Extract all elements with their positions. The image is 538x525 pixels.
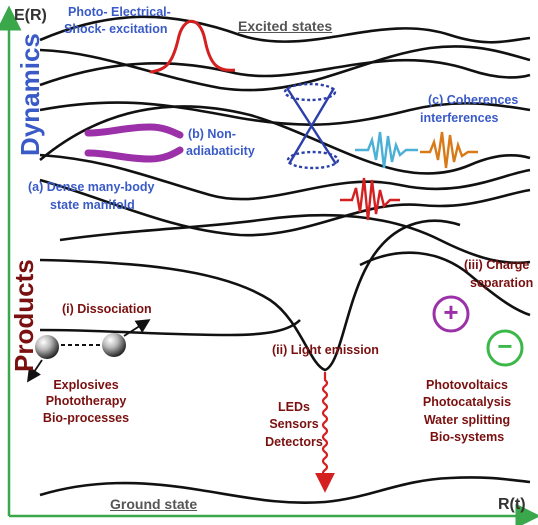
annotation-b-line1: (b) Non- — [188, 127, 236, 141]
charge-label-line2: separation — [470, 276, 534, 290]
excited-curve-2 — [39, 45, 531, 92]
annotation-b-line2: adiabaticity — [186, 144, 255, 158]
minus-charge-circle — [486, 329, 524, 367]
charge-curve — [359, 251, 531, 317]
excitation-pulse — [149, 19, 236, 74]
emission-app-item: Sensors — [269, 417, 319, 432]
charge-app-item: Photocatalysis — [422, 395, 512, 410]
excited-curve-8 — [59, 213, 531, 265]
dissociation-app-item: Bio-processes — [42, 410, 130, 425]
emission-curve — [39, 219, 461, 372]
cone-bottom-rim — [286, 150, 340, 170]
annotation-a-line2: state manifold — [50, 198, 135, 212]
light-emission-label: (ii) Light emission — [272, 343, 379, 357]
emission-app-item: Detectors — [265, 434, 323, 449]
product-curves — [39, 219, 531, 372]
y-axis-label: E(R) — [14, 7, 47, 24]
charge-app-item: Photovoltaics — [426, 378, 508, 392]
excited-curve-5 — [39, 105, 531, 175]
emission-apps: LEDs Sensors Detectors — [254, 400, 334, 449]
excited-states-label: Excited states — [238, 18, 333, 34]
cone-line-2 — [287, 87, 336, 165]
charge-apps: Photovoltaics Photocatalysis Water split… — [412, 378, 522, 445]
dissociation-apps: Explosives Phototherapy Bio-processes — [36, 378, 136, 425]
atom-right — [102, 333, 126, 357]
excited-curve-3 — [39, 58, 531, 87]
annotation-c-line2: interferences — [420, 111, 499, 125]
emission-wave — [315, 372, 335, 493]
x-axis-label: R(t) — [498, 496, 526, 513]
dynamics-label: Dynamics — [15, 33, 46, 156]
excited-state-curves — [39, 15, 531, 265]
conical-intersection — [283, 82, 340, 170]
atom-left-arrow — [27, 359, 43, 383]
wavepacket-cyan — [355, 131, 418, 169]
wavepacket-orange — [420, 131, 478, 169]
emission-app-item: LEDs — [278, 400, 310, 414]
excited-curve-1 — [39, 15, 531, 44]
avoided-crossing-lower — [84, 146, 184, 163]
avoided-crossing — [84, 123, 184, 163]
annotation-c-line1: (c) Coherences — [428, 93, 519, 107]
annotation-a-line1: (a) Dense many-body — [28, 180, 155, 194]
avoided-crossing-upper — [84, 123, 184, 139]
dissociation-curve — [39, 319, 301, 337]
charge-app-item: Bio-systems — [429, 430, 505, 445]
wavepacket-red — [340, 177, 400, 221]
charge-label-line1: (iii) Charge — [464, 258, 530, 272]
dissociation-app-item: Explosives — [53, 378, 119, 392]
dissociation-label: (i) Dissociation — [62, 302, 152, 316]
dissociating-molecule — [27, 319, 151, 383]
cone-top-rim — [283, 82, 337, 102]
charge-app-item: Water splitting — [423, 412, 511, 427]
excited-curve-6 — [39, 153, 531, 201]
minus-charge-symbol: − — [497, 331, 513, 361]
dissociation-app-item: Phototherapy — [45, 394, 127, 409]
excitation-label-line2: Shock- excitation — [64, 22, 168, 36]
atom-left — [35, 335, 59, 359]
products-label: Products — [9, 259, 40, 372]
plus-charge-circle — [432, 295, 470, 333]
excited-curve-7 — [39, 178, 531, 237]
ground-state-curve — [39, 476, 531, 505]
atom-right-arrow — [123, 319, 151, 337]
ground-state-label: Ground state — [110, 496, 198, 512]
excitation-label-line1: Photo- Electrical- — [68, 5, 171, 19]
plus-charge-symbol: + — [443, 297, 459, 327]
